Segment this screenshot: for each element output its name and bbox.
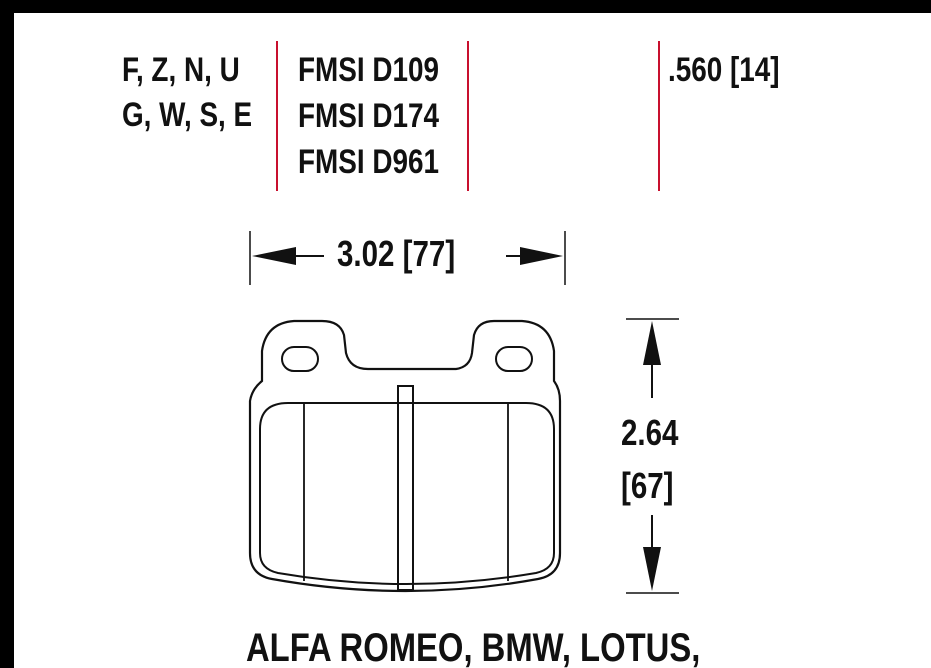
pad-backing-plate-outline [248, 319, 562, 593]
arrow-right-icon [520, 247, 563, 265]
mounting-hole-right-icon [495, 346, 533, 372]
fmsi-number-3: FMSI D961 [298, 143, 440, 181]
divider-right [658, 41, 660, 191]
height-dimension-arrows [626, 318, 679, 594]
friction-material-outline [259, 402, 555, 585]
fmsi-number-2: FMSI D174 [298, 97, 440, 135]
spec-sheet: F, Z, N, U G, W, S, E FMSI D109 FMSI D17… [14, 13, 931, 668]
divider-left [276, 41, 278, 191]
mounting-hole-left-icon [281, 346, 319, 372]
height-dimension-label: 2.64 [621, 412, 679, 453]
thickness-value: .560 [14] [668, 51, 780, 89]
width-dimension-label: 3.02 [77] [337, 233, 456, 274]
brake-pad-drawing [248, 231, 679, 594]
fmsi-number-1: FMSI D109 [298, 51, 440, 89]
compound-codes-line-2: G, W, S, E [122, 96, 253, 134]
center-slot [397, 385, 414, 591]
arrow-down-icon [643, 547, 661, 591]
arrow-left-icon [252, 247, 296, 265]
arrow-up-icon [643, 321, 661, 365]
divider-middle [467, 41, 469, 191]
compound-codes-line-1: F, Z, N, U [122, 51, 240, 89]
width-dimension-arrows [249, 231, 566, 285]
height-dimension-label-metric: [67] [621, 465, 674, 506]
vehicle-fitment-text: ALFA ROMEO, BMW, LOTUS, [246, 626, 701, 668]
